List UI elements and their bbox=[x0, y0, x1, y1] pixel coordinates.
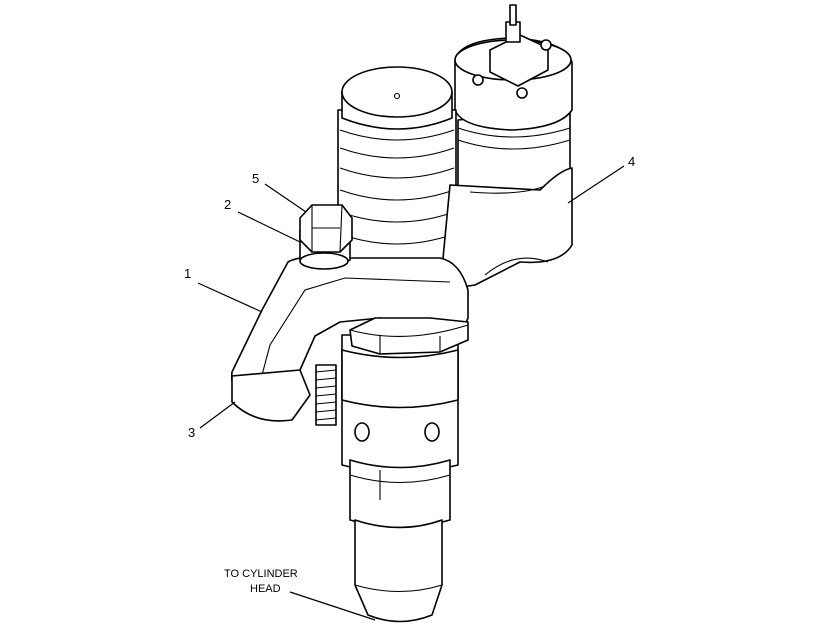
callout-3: 3 bbox=[188, 425, 195, 440]
threaded-stud bbox=[315, 364, 337, 426]
callout-1: 1 bbox=[184, 266, 191, 281]
clamp-bolt bbox=[299, 204, 353, 270]
solenoid-assembly bbox=[454, 4, 573, 204]
nozzle-tip bbox=[354, 519, 443, 623]
callout-4: 4 bbox=[628, 154, 635, 169]
plunger-spring bbox=[337, 66, 457, 261]
caption-line-2: HEAD bbox=[250, 583, 281, 595]
injector-body bbox=[439, 167, 573, 291]
callout-2: 2 bbox=[224, 197, 231, 212]
spring-nut bbox=[349, 317, 469, 355]
injector-barrel bbox=[341, 334, 459, 529]
callout-5: 5 bbox=[252, 171, 259, 186]
leader-lines bbox=[197, 165, 625, 621]
caption-line-1: TO CYLINDER bbox=[224, 568, 298, 580]
